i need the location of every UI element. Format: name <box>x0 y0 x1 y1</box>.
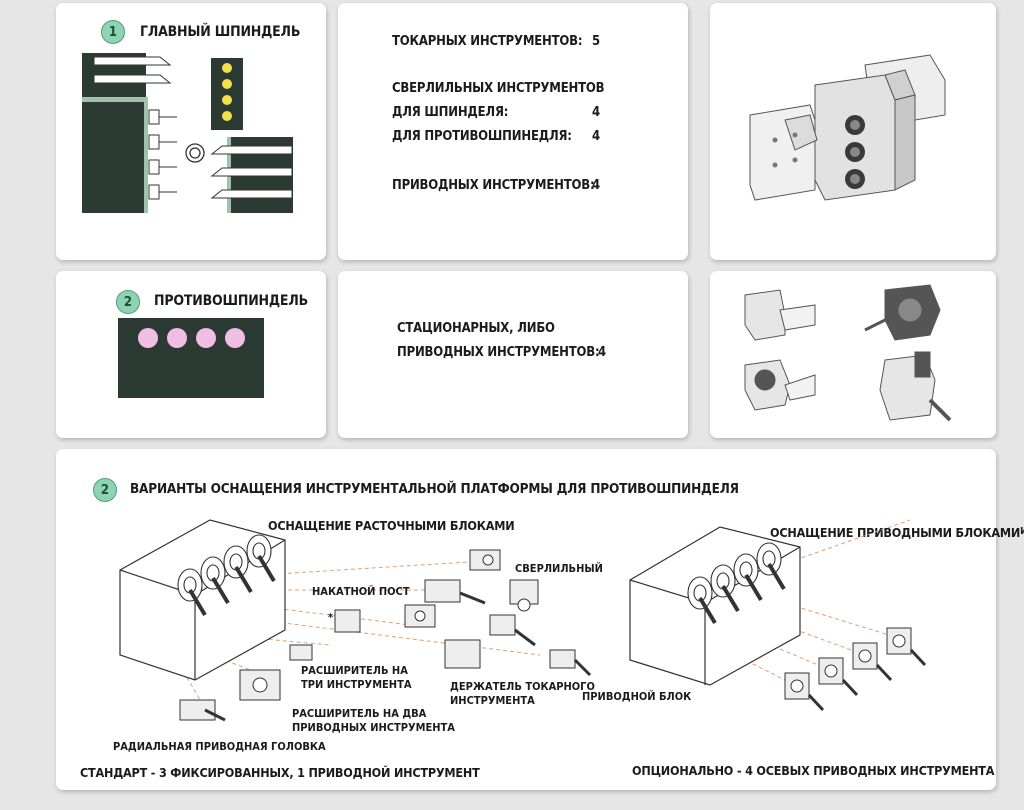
label-driven-block: ПРИВОДНОЙ БЛОК <box>582 690 692 703</box>
counter-spindle-tool-layout-diagram <box>118 318 264 398</box>
optional-configuration-caption: ОПЦИОНАЛЬНО - 4 ОСЕВЫХ ПРИВОДНЫХ ИНСТРУМ… <box>632 763 995 778</box>
label-radial-driven-head: РАДИАЛЬНАЯ ПРИВОДНАЯ ГОЛОВКА <box>113 740 326 753</box>
label-drilling-block: СВЕРЛИЛЬНЫЙ <box>515 562 603 575</box>
stationary-tools-text: СТАЦИОНАРНЫХ, ЛИБО <box>397 321 555 336</box>
label-star-mark: * <box>328 611 334 624</box>
driven-tools-label-2: ПРИВОДНЫХ ИНСТРУМЕНТОВ: <box>397 345 600 360</box>
label-knurling-station: НАКАТНОЙ ПОСТ <box>312 585 410 598</box>
section-number-badge: 2 <box>116 290 140 314</box>
boring-blocks-platform-illustration <box>119 519 592 722</box>
drilling-tools-title: СВЕРЛИЛЬНЫХ ИНСТРУМЕНТОВ <box>392 81 605 96</box>
driven-blocks-platform-illustration <box>629 519 927 712</box>
turning-tools-label: ТОКАРНЫХ ИНСТРУМЕНТОВ: <box>392 34 583 49</box>
driven-tools-label: ПРИВОДНЫХ ИНСТРУМЕНТОВ: <box>392 178 595 193</box>
tool-turret-illustration <box>749 54 946 201</box>
tool-blocks-illustration <box>744 284 952 422</box>
driven-tools-value-2: 4 <box>598 345 606 360</box>
counter-spindle-title: ПРОТИВОШПИНДЕЛЬ <box>154 293 308 309</box>
counter-drills-value: 4 <box>592 129 600 144</box>
section-number-badge: 2 <box>93 478 117 502</box>
platform-options-title: ВАРИАНТЫ ОСНАЩЕНИЯ ИНСТРУМЕНТАЛЬНОЙ ПЛАТ… <box>130 481 739 497</box>
boring-blocks-title: ОСНАЩЕНИЕ РАСТОЧНЫМИ БЛОКАМИ <box>268 518 515 533</box>
driven-blocks-title: ОСНАЩЕНИЕ ПРИВОДНЫМИ БЛОКАМИИ <box>770 525 1024 540</box>
counter-drills-label: ДЛЯ ПРОТИВОШПИНЕДЛЯ: <box>392 129 572 144</box>
spindle-drills-label: ДЛЯ ШПИНДЕЛЯ: <box>392 105 509 120</box>
spindle-drills-value: 4 <box>592 105 600 120</box>
section-number-badge: 1 <box>101 20 125 44</box>
driven-tools-value: 4 <box>592 178 600 193</box>
counter-specs-card <box>338 271 688 438</box>
main-spindle-title: ГЛАВНЫЙ ШПИНДЕЛЬ <box>140 24 301 40</box>
turning-tools-value: 5 <box>592 34 600 49</box>
standard-configuration-caption: СТАНДАРТ - 3 ФИКСИРОВАННЫХ, 1 ПРИВОДНОЙ … <box>80 765 480 780</box>
main-specs-card <box>338 3 688 260</box>
main-spindle-tool-layout-diagram <box>82 53 293 213</box>
